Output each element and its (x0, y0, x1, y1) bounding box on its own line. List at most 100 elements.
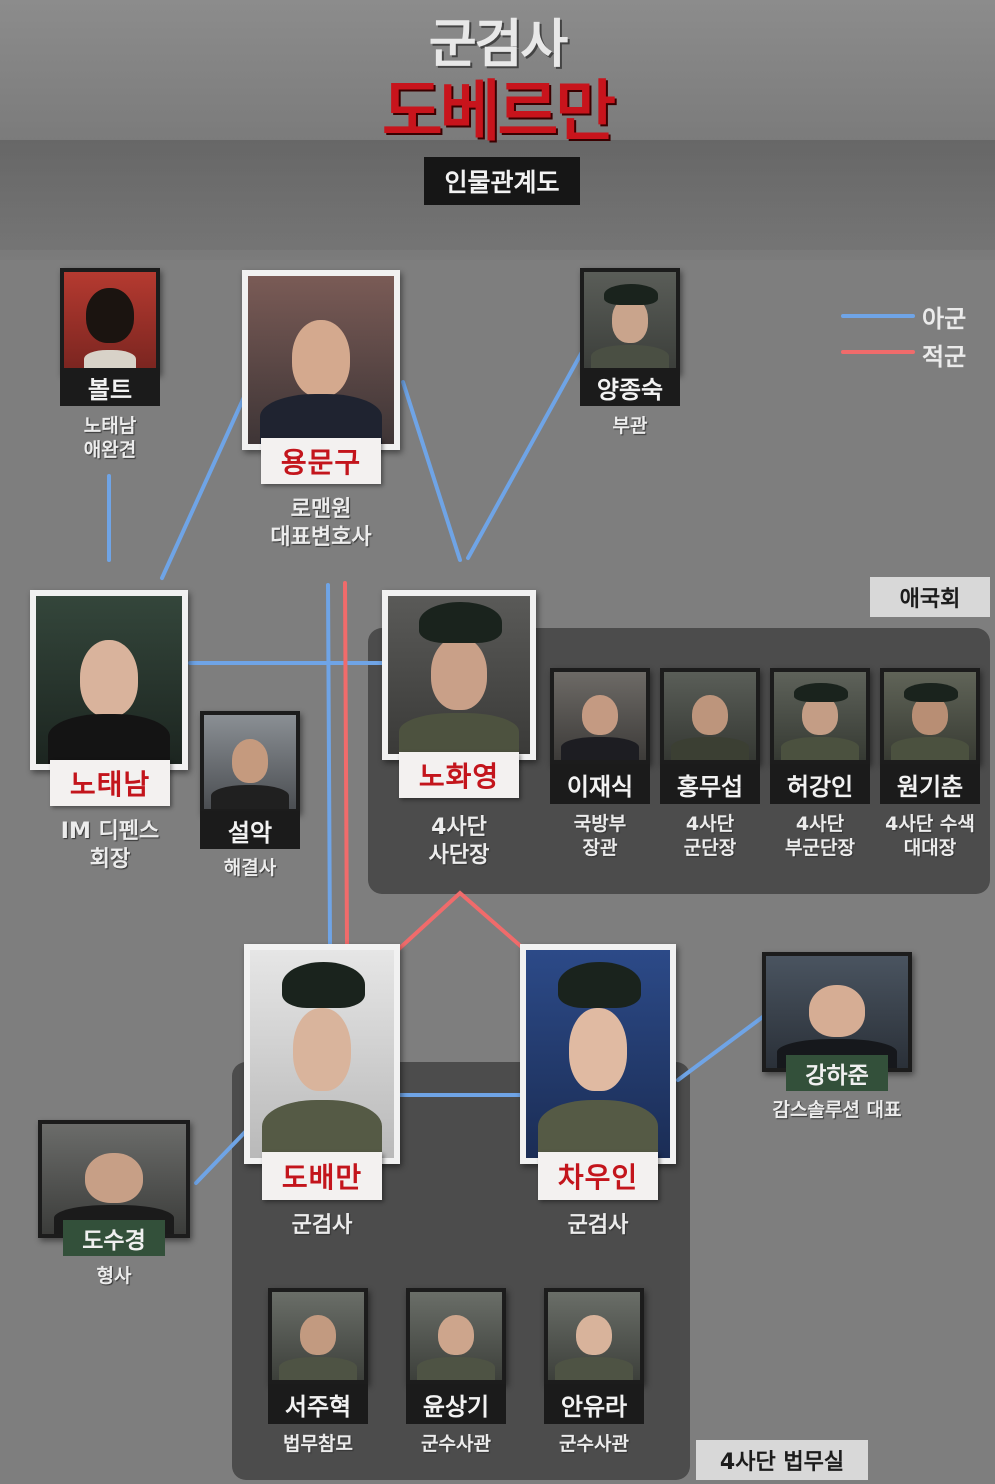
wonkichun-name: 원기춘 (880, 764, 980, 804)
uniform (671, 737, 749, 760)
face (430, 637, 488, 710)
line-chawooin-kanghajun (676, 1014, 766, 1082)
face (575, 1314, 613, 1356)
yang-photo[interactable] (580, 268, 680, 374)
leejaesik-photo[interactable] (550, 668, 650, 764)
suit (259, 393, 383, 444)
nohwayoung-photo[interactable] (382, 590, 536, 760)
line-yang-nohwayoung (466, 350, 584, 560)
face (437, 1314, 475, 1356)
hongmuseob-photo[interactable] (660, 668, 760, 764)
heokangin-photo[interactable] (770, 668, 870, 764)
face (808, 985, 866, 1037)
uniform (781, 737, 859, 760)
uniform (891, 737, 969, 760)
seolak-photo[interactable] (200, 711, 300, 813)
chawooin-photo[interactable] (520, 944, 676, 1164)
beret (557, 962, 642, 1009)
anyura-role: 군수사관 (559, 1433, 629, 1455)
notaenam-name: 노태남 (50, 760, 170, 806)
uniform (555, 1357, 633, 1380)
line-yong-notaenam (160, 393, 247, 580)
seojuhyuk-photo[interactable] (268, 1288, 368, 1384)
uniform (591, 344, 669, 370)
wonkichun-photo[interactable] (880, 668, 980, 764)
yang-name: 양종숙 (580, 368, 680, 406)
dosukyung-role: 형사 (96, 1265, 132, 1287)
bolt-role: 노태남 애완견 (83, 415, 137, 462)
yong-role: 로맨원 대표변호사 (270, 497, 372, 551)
dobaeman-photo[interactable] (244, 944, 400, 1164)
face (79, 639, 139, 717)
kanghajun-name: 강하준 (786, 1055, 888, 1091)
face (581, 694, 619, 736)
hongmuseob-name: 홍무섭 (660, 764, 760, 804)
face (293, 1008, 351, 1092)
legend-enemy: 적군 (922, 343, 967, 371)
uniform (537, 1099, 659, 1158)
yunsanggi-photo[interactable] (406, 1288, 506, 1384)
chawooin-role: 군검사 (567, 1213, 629, 1238)
subtitle: 인물관계도 (424, 157, 580, 205)
heokangin-name: 허강인 (770, 764, 870, 804)
chawooin-name: 차우인 (538, 1152, 658, 1200)
dog-head (86, 287, 134, 343)
dobaeman-role: 군검사 (291, 1213, 353, 1238)
yunsanggi-name: 윤상기 (406, 1384, 506, 1424)
suit (561, 737, 639, 760)
line-dosukyung-dobaeman (194, 1128, 249, 1185)
face (569, 1008, 627, 1092)
face (85, 1152, 143, 1204)
yunsanggi-role: 군수사관 (421, 1433, 491, 1455)
hongmuseob-role: 4사단 군단장 (683, 813, 737, 860)
beret (604, 283, 658, 306)
notaenam-photo[interactable] (30, 590, 188, 770)
face (231, 739, 269, 783)
line-yong-dobaeman (326, 583, 332, 946)
title-line-2: 도베르만 (382, 73, 616, 150)
heokangin-role: 4사단 부군단장 (785, 813, 855, 860)
collar (84, 350, 136, 370)
anyura-photo[interactable] (544, 1288, 644, 1384)
line-nohwayoung-enemies (376, 890, 542, 970)
leejaesik-role: 국방부 장관 (573, 813, 627, 860)
uniform (279, 1357, 357, 1380)
line-yong-nohwayoung (401, 380, 462, 562)
seojuhyuk-role: 법무참모 (283, 1433, 353, 1455)
jacket (47, 713, 171, 764)
leejaesik-name: 이재식 (550, 764, 650, 804)
beret (419, 602, 502, 644)
yong-photo[interactable] (242, 270, 400, 450)
legal-office-label: 4사단 법무실 (696, 1440, 868, 1480)
seolak-role: 해결사 (223, 857, 277, 879)
kanghajun-role: 감스솔루션 대표 (772, 1099, 902, 1121)
patriots-label: 애국회 (870, 577, 990, 617)
face (291, 319, 351, 397)
face (299, 1314, 337, 1356)
wonkichun-role: 4사단 수색 대대장 (885, 813, 975, 860)
seojuhyuk-name: 서주혁 (268, 1384, 368, 1424)
title-line-1: 군검사 (428, 15, 569, 75)
nohwayoung-role: 4사단 사단장 (428, 815, 490, 869)
beret (794, 682, 848, 702)
uniform (261, 1099, 383, 1158)
seolak-name: 설악 (200, 811, 300, 849)
dobaeman-name: 도배만 (262, 1152, 382, 1200)
beret (281, 962, 366, 1009)
notaenam-role: IM 디펜스 회장 (60, 819, 160, 873)
bolt-photo[interactable] (60, 268, 160, 374)
uniform (417, 1357, 495, 1380)
jacket (211, 784, 289, 809)
yong-name: 용문구 (261, 438, 381, 484)
line-yong-dobaeman-enemy (343, 581, 349, 946)
nohwayoung-name: 노화영 (399, 752, 519, 798)
yang-role: 부관 (612, 415, 648, 437)
bolt-name: 볼트 (60, 368, 160, 406)
beret (904, 682, 958, 702)
kanghajun-photo[interactable] (762, 952, 912, 1072)
anyura-name: 안유라 (544, 1384, 644, 1424)
dosukyung-name: 도수경 (63, 1220, 165, 1256)
legend-ally: 아군 (922, 305, 967, 333)
uniform (399, 712, 519, 754)
